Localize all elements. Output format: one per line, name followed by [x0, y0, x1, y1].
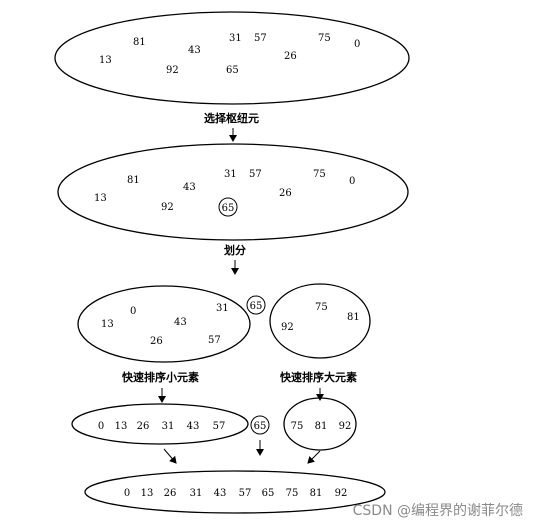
- stage1-number: 31: [229, 33, 242, 44]
- stage3-left-number: 31: [216, 303, 229, 314]
- stage1-number: 26: [284, 51, 297, 62]
- stage5-ellipse: [84, 470, 386, 514]
- stage4-right-number: 92: [339, 421, 352, 432]
- stage1-number: 0: [354, 39, 360, 50]
- stage3-right-number: 75: [315, 302, 328, 313]
- stage4-left-number: 0: [98, 421, 104, 432]
- stage5-number: 43: [214, 488, 227, 499]
- arrow-merge-left: [163, 448, 177, 464]
- stage2-number: 43: [183, 182, 196, 193]
- stage5-number: 13: [141, 488, 154, 499]
- stage5-number: 81: [310, 488, 323, 499]
- stage1-number: 13: [99, 55, 112, 66]
- stage3-left-ellipse: [77, 285, 251, 363]
- label-sort-large: 快速排序大元素: [279, 370, 357, 384]
- stage3-left-number: 43: [174, 317, 187, 328]
- stage1-number: 43: [188, 45, 201, 56]
- stage5-number: 57: [239, 488, 252, 499]
- stage4-pivot: 65: [254, 421, 267, 432]
- stage5-number: 92: [335, 488, 348, 499]
- stage4-left-number: 43: [187, 421, 200, 432]
- stage3-right-number: 92: [281, 322, 294, 333]
- stage1-number: 65: [226, 65, 239, 76]
- stage1-number: 81: [133, 37, 146, 48]
- stage2-ellipse: [57, 143, 409, 241]
- stage2-number: 13: [94, 193, 107, 204]
- stage1-number: 92: [166, 65, 179, 76]
- stage4-left-number: 13: [115, 421, 128, 432]
- stage3-pivot: 65: [250, 301, 263, 312]
- watermark: CSDN @编程界的谢菲尔德: [353, 503, 523, 519]
- stage5-number: 75: [286, 488, 299, 499]
- stage4-right-number: 75: [291, 421, 304, 432]
- stage5-number: 65: [262, 488, 275, 499]
- stage3-left-number: 26: [150, 336, 163, 347]
- stage5-number: 26: [164, 488, 177, 499]
- arrow-merge-right: [307, 450, 321, 464]
- stage4-left-number: 26: [137, 421, 150, 432]
- stage3-right-ellipse: [269, 283, 371, 359]
- stage2-number: 0: [349, 176, 355, 187]
- stage3-left-number: 0: [130, 306, 136, 317]
- stage3-pivot-circle: [246, 295, 266, 315]
- stage4-left-number: 31: [162, 421, 175, 432]
- stage4-pivot-circle: [250, 415, 270, 435]
- stage1-number: 57: [254, 33, 267, 44]
- label-select-pivot: 选择枢纽元: [204, 111, 259, 125]
- stage2-number: 92: [161, 202, 174, 213]
- stage4-right-ellipse: [283, 397, 357, 451]
- stage2-number: 81: [127, 175, 140, 186]
- label-sort-small: 快速排序小元素: [121, 370, 199, 384]
- stage2-number: 31: [224, 169, 237, 180]
- stage4-left-number: 57: [213, 421, 226, 432]
- stage2-number: 57: [249, 169, 262, 180]
- stage2-pivot: 65: [222, 203, 235, 214]
- label-partition: 划分: [224, 243, 246, 257]
- stage5-number: 31: [190, 488, 203, 499]
- stage2-number: 75: [313, 169, 326, 180]
- stage4-left-ellipse: [71, 403, 249, 445]
- stage2-pivot-circle: [218, 197, 238, 217]
- stage1-ellipse: [54, 11, 410, 105]
- stage3-right-number: 81: [347, 312, 360, 323]
- stage5-number: 0: [124, 488, 130, 499]
- stage4-right-number: 81: [315, 421, 328, 432]
- stage1-number: 75: [318, 33, 331, 44]
- stage3-left-number: 57: [208, 335, 221, 346]
- stage2-number: 26: [279, 188, 292, 199]
- stage3-left-number: 13: [101, 319, 114, 330]
